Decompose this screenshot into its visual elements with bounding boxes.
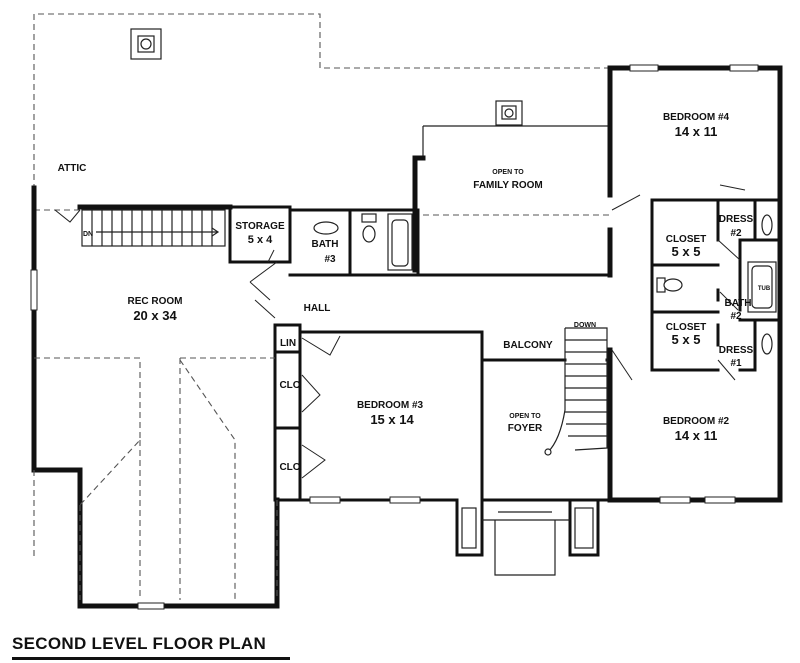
rec-room-vault — [33, 357, 278, 600]
stair-down-label: DOWN — [574, 322, 596, 329]
title-underline — [12, 657, 290, 660]
open-family-line1: OPEN TO — [492, 169, 524, 176]
hall-label: HALL — [304, 303, 331, 314]
open-foyer-line1: OPEN TO — [509, 413, 541, 420]
closet2-size: 5 x 5 — [672, 332, 701, 347]
attic-vent-icon — [130, 28, 162, 60]
bedroom2-size: 14 x 11 — [675, 428, 718, 443]
bedroom4-label: BEDROOM #4 — [663, 112, 730, 123]
linen-label: LIN — [280, 338, 296, 349]
storage-label: STORAGE — [235, 221, 285, 232]
dress2-number: #2 — [730, 228, 742, 239]
closet2-label: CLOSET — [666, 322, 707, 333]
bath2-number: #2 — [730, 311, 742, 322]
open-foyer-line2: FOYER — [508, 423, 543, 434]
front-bay — [278, 498, 612, 576]
plan-title: SECOND LEVEL FLOOR PLAN — [12, 634, 267, 653]
doors — [249, 184, 746, 479]
tub-label: TUB — [758, 286, 771, 292]
attic-label: ATTIC — [58, 163, 87, 174]
bath3-number: #3 — [324, 254, 336, 265]
attic-outline — [33, 13, 610, 211]
family-room-opening — [422, 125, 610, 216]
dress2-label: DRESS — [719, 214, 754, 225]
bath2-label: BATH — [724, 298, 751, 309]
upper-stair — [54, 209, 226, 247]
windows — [30, 64, 759, 610]
interior-walls — [228, 198, 782, 502]
main-stair — [544, 327, 608, 456]
storage-size: 5 x 4 — [248, 234, 273, 246]
dress1-number: #1 — [730, 358, 742, 369]
bath3-label: BATH — [311, 239, 338, 250]
open-family-line2: FAMILY ROOM — [473, 180, 542, 191]
bedroom3-label: BEDROOM #3 — [357, 400, 424, 411]
room-labels: ATTIC REC ROOM 20 x 34 STORAGE 5 x 4 BAT… — [58, 112, 771, 473]
rec-room-label: REC ROOM — [128, 296, 183, 307]
closet1-size: 5 x 5 — [672, 244, 701, 259]
exterior-walls — [31, 65, 783, 609]
closet1-label: CLOSET — [666, 234, 707, 245]
rec-room-size: 20 x 34 — [133, 308, 177, 323]
stair-dn-label: DN — [83, 231, 93, 238]
balcony-label: BALCONY — [503, 340, 553, 351]
closet-label-2: CLO — [279, 462, 300, 473]
bedroom3-size: 15 x 14 — [370, 412, 414, 427]
bath-fixtures — [313, 213, 777, 355]
closet-label-1: CLO — [279, 380, 300, 391]
dress1-label: DRESS — [719, 345, 754, 356]
bedroom4-size: 14 x 11 — [675, 124, 718, 139]
chimney-icon — [495, 100, 523, 126]
bedroom2-label: BEDROOM #2 — [663, 416, 730, 427]
